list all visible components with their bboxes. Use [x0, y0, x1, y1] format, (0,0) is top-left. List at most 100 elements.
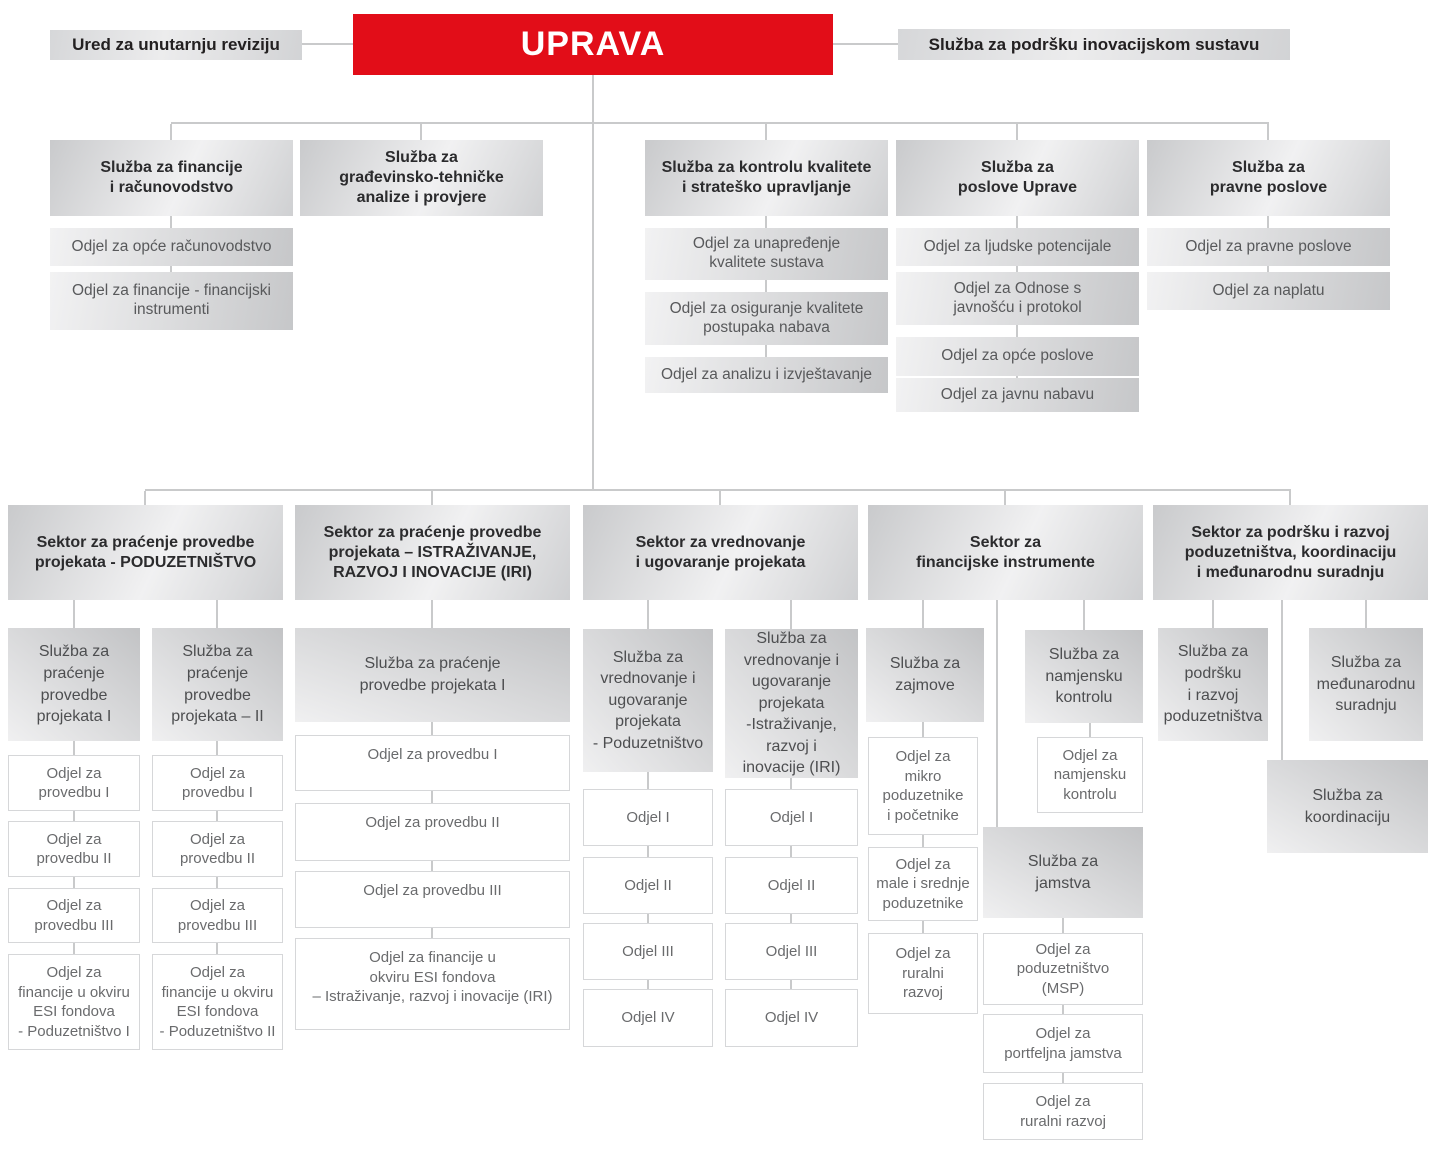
connector [1365, 600, 1367, 628]
service-box-pravni-poslovi: Služba za pravne poslove [1147, 140, 1390, 216]
box-label: Sektor za financijske instrumente [916, 533, 1095, 571]
box-label: Služba za vrednovanje i ugovaranje proje… [742, 629, 841, 777]
unit-dept-box: Odjel II [725, 857, 858, 914]
box-label: Odjel za provedbu I [367, 746, 498, 763]
box-label: Odjel za financije - financijski instrum… [71, 282, 271, 318]
unit-dept-box: Odjel za provedbu I [295, 735, 570, 791]
box-label: Odjel za opće računovodstvo [71, 237, 272, 255]
box-label: Služba za koordinaciju [1304, 786, 1391, 826]
box-label: Odjel za analizu i izvještavanje [660, 365, 873, 383]
sector-box-financijski-instrumenti: Sektor za financijske instrumente [868, 505, 1143, 600]
unit-dept-box: Odjel za ruralni razvoj [868, 933, 978, 1014]
unit-dept-box: Odjel za provedbu III [8, 888, 140, 943]
box-ured-za-unutarnju-reviziju: Ured za unutarnju reviziju [50, 30, 302, 60]
unit-dept-box: Odjel za mikro poduzetnike i početnike [868, 737, 978, 835]
box-label: Odjel za provedbu III [363, 882, 502, 899]
box-label: Odjel za opće poslove [941, 347, 1094, 365]
box-label: Sektor za podršku i razvoj poduzetništva… [1184, 523, 1397, 581]
connector [170, 216, 172, 228]
connector [216, 877, 218, 888]
connector [73, 811, 75, 821]
service-box-kontrola-kvalitete: Služba za kontrolu kvalitete i strateško… [645, 140, 888, 216]
connector [1289, 491, 1291, 505]
box-label: Služba za namjensku kontrolu [1045, 646, 1123, 707]
unit-dept-box: Odjel I [725, 789, 858, 846]
connector [647, 914, 649, 923]
unit-head-box: Služba za namjensku kontrolu [1025, 630, 1143, 723]
connector [171, 122, 1269, 124]
connector [73, 943, 75, 954]
unit-head-box: Služba za koordinaciju [1267, 760, 1428, 853]
connector [302, 43, 353, 45]
box-label: Odjel za pravne poslove [1185, 237, 1352, 255]
box-label: Služba za poslove Uprave [957, 159, 1078, 196]
unit-head-box: Služba za vrednovanje i ugovaranje proje… [583, 629, 713, 772]
box-label: Odjel za provedbu II [179, 830, 256, 868]
unit-dept-box: Odjel II [583, 857, 713, 914]
box-label: Odjel za osiguranje kvalitete postupaka … [669, 299, 864, 336]
service-box-gradevinsko-tehnicke: Služba za građevinsko-tehničke analize i… [300, 140, 543, 216]
sector-box-poduzetnistvo: Sektor za praćenje provedbe projekata - … [8, 505, 283, 600]
box-label: Služba za vrednovanje i ugovaranje proje… [592, 648, 704, 752]
unit-head-box: Služba za međunarodnu suradnju [1309, 628, 1423, 741]
connector [1089, 723, 1091, 737]
connector [1016, 325, 1018, 337]
unit-dept-box: Odjel za male i srednje poduzetnike [868, 847, 978, 921]
box-label: Služba za praćenje provedbe projekata I [359, 655, 506, 694]
box-label: Odjel III [622, 942, 674, 960]
box-label: Odjel za ruralni razvoj [895, 945, 951, 1002]
box-label: Služba za pravne poslove [1209, 159, 1328, 196]
connector [170, 124, 172, 140]
dept-box: Odjel za Odnose s javnošću i protokol [896, 272, 1139, 325]
unit-dept-box: Odjel za financije u okviru ESI fondova … [8, 954, 140, 1050]
box-label: Odjel za naplatu [1212, 281, 1325, 299]
unit-head-box: Služba za jamstva [983, 827, 1143, 918]
unit-head-box: Služba za praćenje provedbe projekata – … [152, 628, 283, 741]
connector [1004, 491, 1006, 505]
connector [1016, 216, 1018, 228]
connector [996, 600, 998, 827]
connector [1062, 1005, 1064, 1014]
box-label: Služba za financije i računovodstvo [100, 159, 243, 196]
connector [647, 600, 649, 629]
box-label: Odjel za financije u okviru ESI fondova … [312, 949, 553, 1005]
dept-box: Odjel za financije - financijski instrum… [50, 272, 293, 330]
box-label: Odjel za ruralni razvoj [1020, 1093, 1106, 1130]
connector [922, 835, 924, 847]
box-label: Odjel za ljudske potencijale [923, 237, 1112, 255]
service-box-poslovi-uprave: Služba za poslove Uprave [896, 140, 1139, 216]
connector [922, 600, 924, 628]
unit-dept-box: Odjel III [725, 923, 858, 980]
dept-box: Odjel za analizu i izvještavanje [645, 357, 888, 393]
connector [765, 124, 767, 140]
connector [790, 778, 792, 789]
connector [431, 861, 433, 871]
box-label: Odjel za javnu nabavu [940, 385, 1095, 403]
connector [790, 846, 792, 857]
connector [1016, 266, 1018, 272]
unit-head-box: Služba za praćenje provedbe projekata I [295, 628, 570, 722]
unit-head-box: Služba za zajmove [866, 628, 984, 722]
box-label: Sektor za praćenje provedbe projekata – … [323, 523, 542, 581]
connector [431, 722, 433, 735]
unit-dept-box: Odjel za portfeljna jamstva [983, 1014, 1143, 1073]
box-label: Odjel za financije u okviru ESI fondova … [159, 964, 276, 1040]
connector [1062, 918, 1064, 933]
dept-box: Odjel za naplatu [1147, 272, 1390, 310]
connector [73, 741, 75, 755]
box-label: Odjel IV [621, 1009, 675, 1027]
unit-dept-box: Odjel za financije u okviru ESI fondova … [152, 954, 283, 1050]
connector [431, 928, 433, 938]
dept-box: Odjel za osiguranje kvalitete postupaka … [645, 292, 888, 345]
box-label: Služba za jamstva [1027, 852, 1099, 892]
box-label: Odjel za portfeljna jamstva [1004, 1025, 1122, 1062]
box-label: Odjel za provedbu III [34, 897, 114, 934]
connector [1267, 216, 1269, 228]
box-label: Služba za kontrolu kvalitete i strateško… [661, 159, 872, 196]
unit-dept-box: Odjel IV [725, 989, 858, 1047]
connector [790, 600, 792, 629]
unit-dept-box: Odjel za provedbu III [295, 871, 570, 928]
box-label: Služba za međunarodnu suradnju [1316, 654, 1416, 715]
box-label: Odjel za provedbu II [365, 814, 500, 831]
